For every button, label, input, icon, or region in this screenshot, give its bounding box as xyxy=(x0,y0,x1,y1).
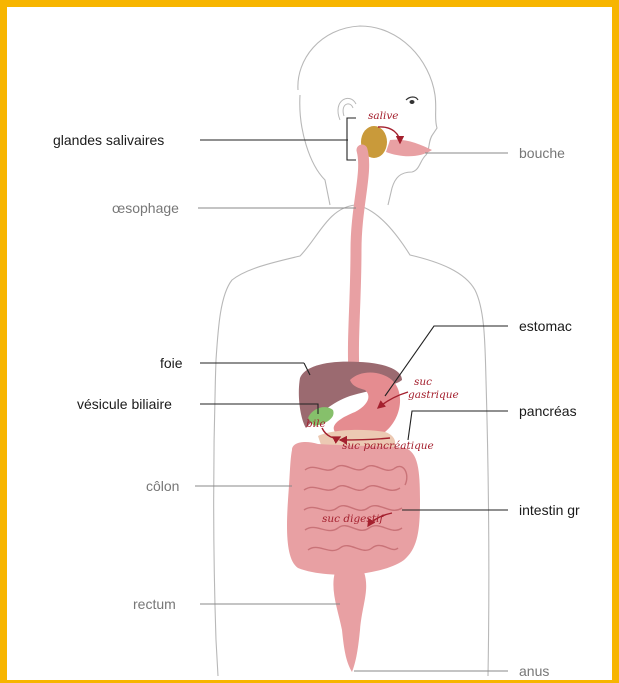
annotation-suc-gastrique-line1: suc xyxy=(414,376,432,388)
label-oesophage: œsophage xyxy=(112,200,179,216)
label-intestin: intestin gr xyxy=(519,502,580,518)
mouth xyxy=(386,140,432,157)
label-colon: côlon xyxy=(146,478,179,494)
label-estomac: estomac xyxy=(519,318,572,334)
rectum xyxy=(333,572,366,672)
label-foie: foie xyxy=(160,355,183,371)
label-pancreas: pancréas xyxy=(519,403,577,419)
annotation-suc-digestif: suc digestif xyxy=(322,513,383,525)
oesophagus xyxy=(353,150,363,372)
label-vesicule-biliaire: vésicule biliaire xyxy=(77,396,172,412)
label-rectum: rectum xyxy=(133,596,176,612)
label-anus: anus xyxy=(519,663,549,679)
ear xyxy=(338,98,356,120)
annotation-suc-pancreatique: suc pancréatique xyxy=(342,440,434,452)
label-glandes-salivaires: glandes salivaires xyxy=(53,132,164,148)
eye xyxy=(406,97,418,104)
annotation-salive: salive xyxy=(368,110,399,122)
annotation-suc-gastrique-line2: gastrique xyxy=(408,389,459,401)
label-bouche: bouche xyxy=(519,145,565,161)
annotation-bile: bile xyxy=(306,418,326,430)
